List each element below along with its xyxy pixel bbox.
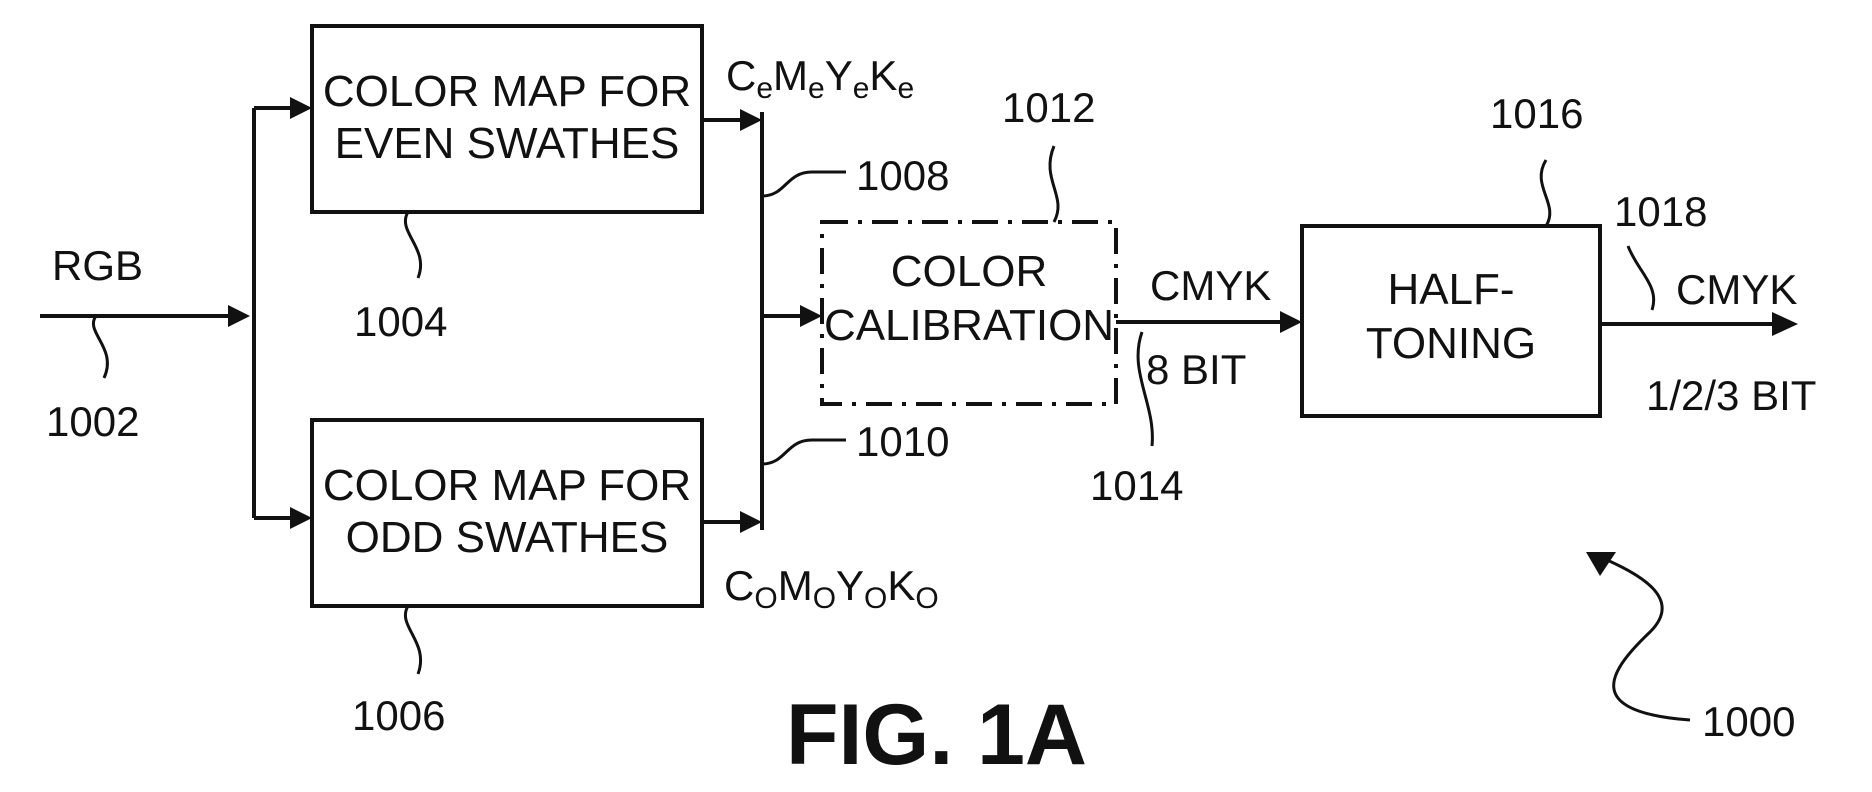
mid-signal-label: CMYK bbox=[1150, 262, 1271, 309]
halftoning-ref-number: 1016 bbox=[1490, 90, 1583, 137]
halftoning-ref-leader bbox=[1541, 160, 1550, 226]
calibration-ref-leader bbox=[1050, 146, 1058, 222]
odd-output-label: COMOYOKO bbox=[724, 562, 939, 615]
odd-map-ref-number: 1006 bbox=[352, 692, 445, 739]
rgb-ref-number: 1002 bbox=[46, 398, 139, 445]
even-map-ref-number: 1004 bbox=[354, 298, 447, 345]
to-even-map-arrowhead bbox=[290, 97, 312, 119]
output-bits: 1/2/3 BIT bbox=[1646, 372, 1816, 419]
even-map-output-arrowhead bbox=[740, 109, 762, 131]
system-ref-number: 1000 bbox=[1702, 698, 1795, 745]
color-map-even-line2: EVEN SWATHES bbox=[335, 119, 680, 168]
color-map-even-line1: COLOR MAP FOR bbox=[323, 67, 691, 116]
odd-map-ref-leader bbox=[405, 606, 420, 674]
rgb-input-label: RGB bbox=[52, 242, 143, 289]
system-ref-leader bbox=[1598, 556, 1690, 720]
color-calibration-line1: COLOR bbox=[891, 247, 1047, 296]
output-ref-leader bbox=[1628, 246, 1654, 310]
color-map-odd-line2: ODD SWATHES bbox=[346, 513, 669, 562]
even-map-ref-leader bbox=[405, 212, 420, 278]
odd-map-output-arrowhead bbox=[740, 511, 762, 533]
mid-signal-arrowhead bbox=[1280, 311, 1302, 333]
color-map-odd-line1: COLOR MAP FOR bbox=[323, 461, 691, 510]
rgb-ref-leader bbox=[93, 316, 107, 378]
mid-signal-ref-number: 1014 bbox=[1090, 462, 1183, 509]
rgb-input-arrowhead bbox=[228, 305, 250, 327]
output-arrowhead bbox=[1772, 312, 1798, 336]
to-odd-map-arrowhead bbox=[290, 507, 312, 529]
odd-line-ref-leader bbox=[762, 440, 846, 464]
system-ref-arrowhead bbox=[1586, 552, 1616, 576]
output-ref-number: 1018 bbox=[1614, 188, 1707, 235]
mid-signal-bits: 8 BIT bbox=[1146, 346, 1246, 393]
even-line-ref-leader bbox=[762, 172, 846, 196]
to-calibration-arrowhead bbox=[800, 305, 822, 327]
even-line-ref-number: 1008 bbox=[856, 152, 949, 199]
odd-line-ref-number: 1010 bbox=[856, 418, 949, 465]
halftoning-line1: HALF- bbox=[1387, 265, 1514, 314]
output-label: CMYK bbox=[1676, 266, 1797, 313]
figure-title: FIG. 1A bbox=[786, 687, 1087, 783]
halftoning-line2: TONING bbox=[1366, 319, 1536, 368]
even-output-label: CeMeYeKe bbox=[726, 52, 914, 105]
calibration-ref-number: 1012 bbox=[1002, 84, 1095, 131]
color-calibration-line2: CALIBRATION bbox=[824, 301, 1114, 350]
